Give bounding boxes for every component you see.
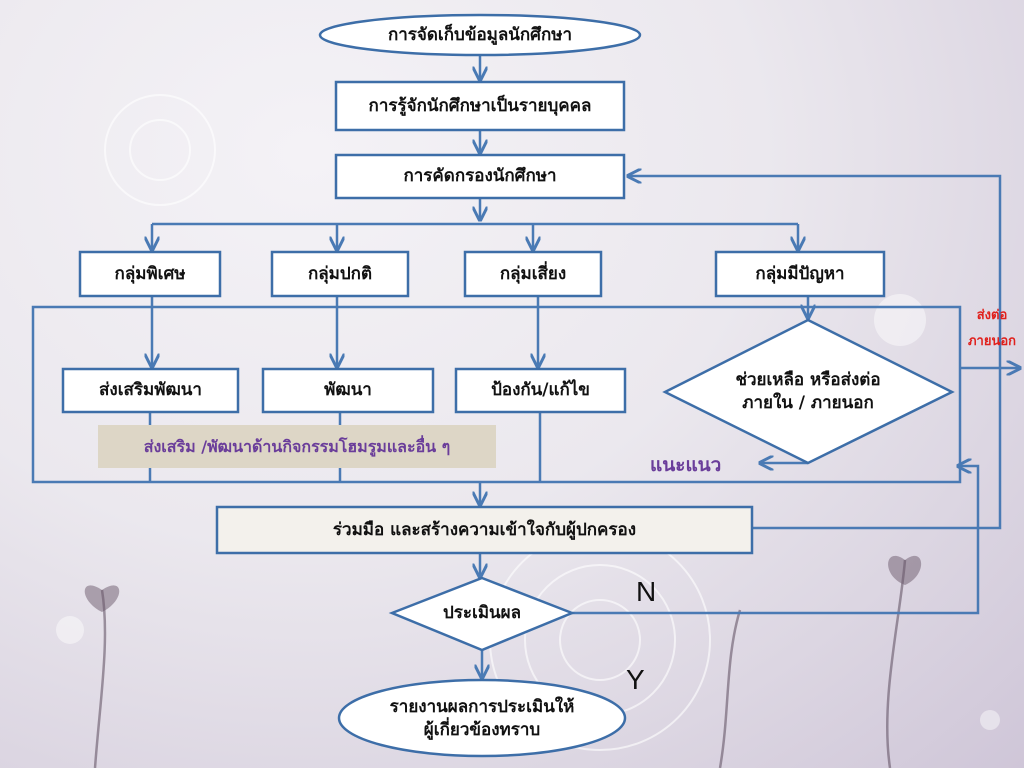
node-help: [662, 318, 955, 465]
node-normal: [270, 250, 410, 298]
node-prevent: [454, 367, 627, 414]
node-promote: [61, 367, 240, 414]
node-report: [337, 678, 627, 758]
node-cooperate: [215, 505, 754, 555]
node-know: [334, 80, 626, 132]
edge-cooperate-feedback: [628, 176, 1002, 530]
refer-line2: ภายนอก: [967, 334, 1017, 349]
node-develop: [261, 367, 435, 414]
no-label: N: [636, 576, 657, 607]
group-container: [31, 305, 962, 484]
node-risk: [463, 250, 603, 298]
refer-line1: ส่งต่อ: [976, 308, 1008, 323]
node-start: [318, 13, 642, 57]
refer-label: ส่งต่อ ภายนอก: [962, 303, 1022, 355]
yes-label: Y: [626, 664, 645, 695]
node-problem: [714, 250, 886, 298]
edge-evaluate-no: [572, 466, 980, 615]
guidance-label: แนะแนว: [650, 454, 722, 476]
node-evaluate: [388, 576, 576, 652]
node-special: [78, 250, 222, 298]
node-screen: [334, 153, 626, 200]
node-activities: [98, 425, 496, 468]
